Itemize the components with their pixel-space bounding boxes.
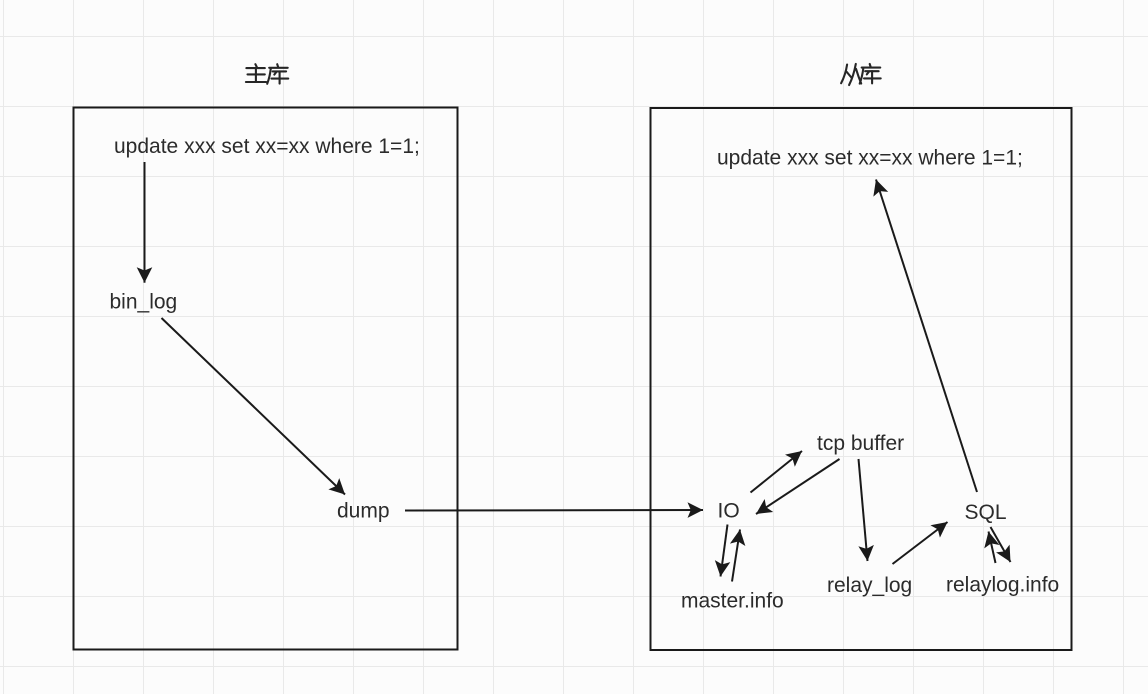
svg-text:master.info: master.info	[681, 590, 784, 613]
svg-text:SQL: SQL	[965, 501, 1007, 524]
svg-text:IO: IO	[718, 500, 740, 523]
svg-text:relaylog.info: relaylog.info	[946, 574, 1059, 597]
svg-text:update xxx set xx=xx where 1=1: update xxx set xx=xx where 1=1;	[114, 135, 420, 158]
svg-text:dump: dump	[337, 500, 390, 523]
svg-text:update xxx set xx=xx where 1=1: update xxx set xx=xx where 1=1;	[717, 147, 1023, 170]
svg-text:bin_log: bin_log	[110, 291, 178, 314]
svg-text:tcp buffer: tcp buffer	[817, 432, 904, 455]
svg-text:relay_log: relay_log	[827, 574, 912, 597]
